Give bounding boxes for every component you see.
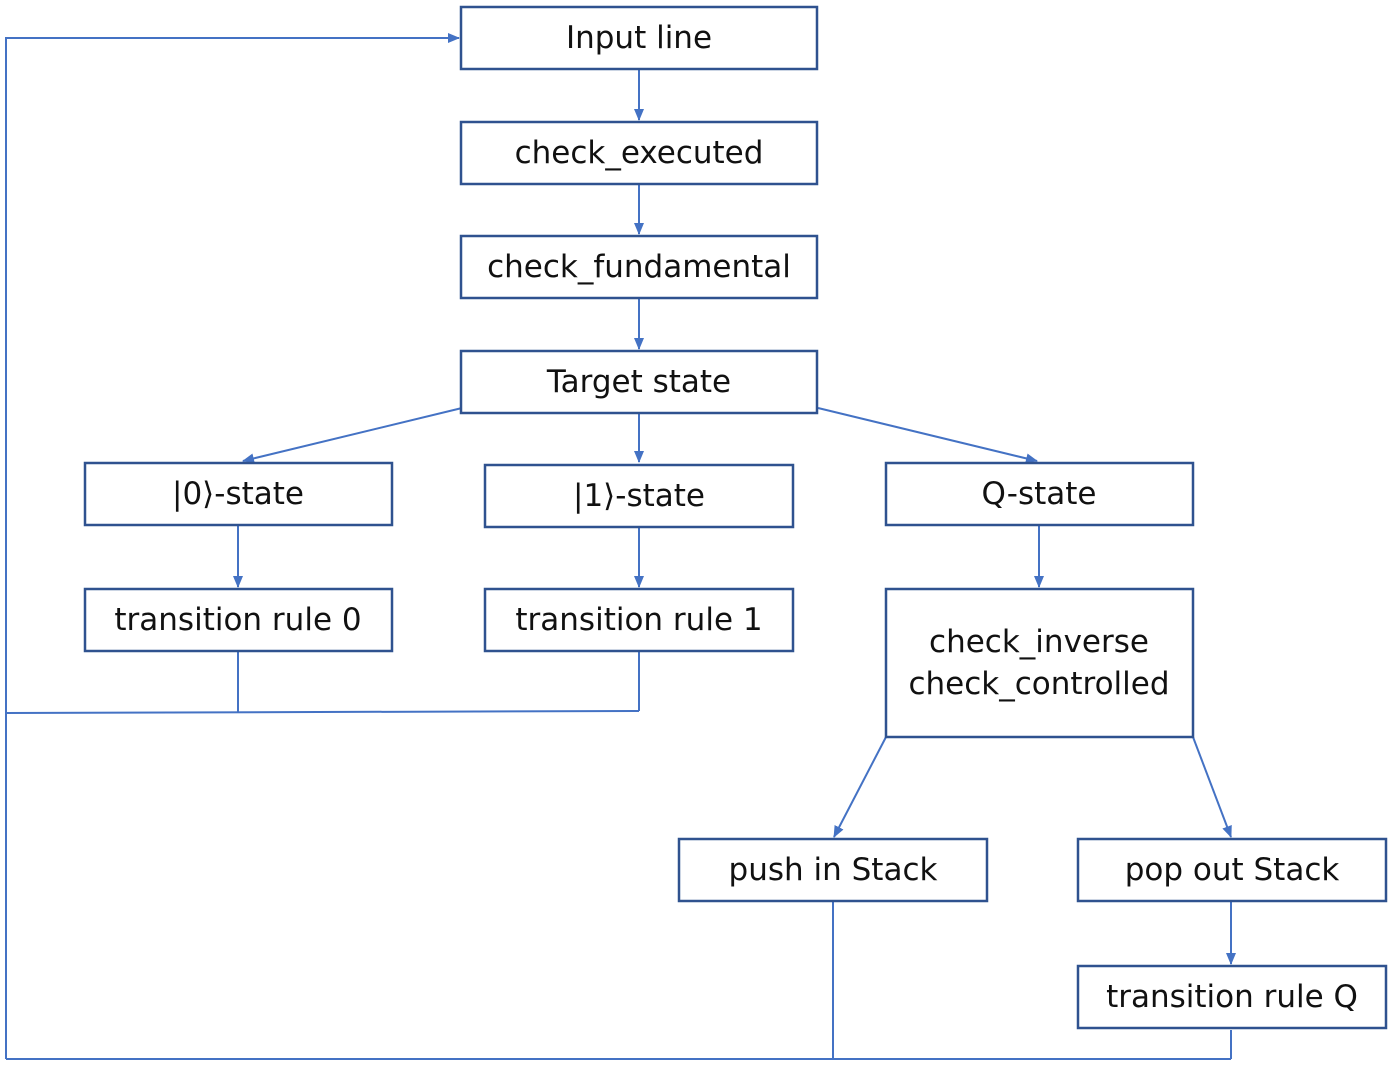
- node-check-inverse-controlled: check_inverse check_controlled: [884, 587, 1195, 739]
- arrow-target-to-zero-state: [242, 407, 463, 464]
- node-one-state: |1⟩-state: [483, 463, 795, 529]
- label-check-controlled: check_controlled: [908, 666, 1169, 702]
- label-transition-rule-1: transition rule 1: [515, 602, 762, 638]
- node-transition-rule-1: transition rule 1: [483, 587, 795, 653]
- node-check-fundamental: check_fundamental: [459, 234, 819, 300]
- node-input-line: Input line: [459, 5, 819, 71]
- node-q-state: Q-state: [884, 461, 1195, 527]
- arrow-check-to-pop: [1192, 736, 1232, 838]
- arrow-check-to-push: [833, 736, 887, 838]
- label-zero-state: |0⟩-state: [172, 476, 304, 512]
- node-transition-rule-q: transition rule Q: [1076, 964, 1388, 1030]
- label-pop-out-stack: pop out Stack: [1125, 852, 1340, 888]
- node-pop-out-stack: pop out Stack: [1076, 837, 1388, 903]
- return-line-merge-upper: [5, 710, 640, 714]
- label-target-state: Target state: [546, 364, 731, 400]
- label-check-inverse: check_inverse: [929, 624, 1149, 660]
- node-transition-rule-0: transition rule 0: [83, 587, 394, 653]
- label-q-state: Q-state: [982, 476, 1097, 512]
- label-transition-rule-0: transition rule 0: [114, 602, 361, 638]
- node-target-state: Target state: [459, 349, 819, 415]
- arrow-target-to-q-state: [817, 407, 1038, 464]
- node-check-executed: check_executed: [459, 120, 819, 186]
- feedback-loop-to-input: [5, 33, 460, 1059]
- label-transition-rule-q: transition rule Q: [1106, 979, 1358, 1015]
- connectors: [5, 33, 1236, 1060]
- node-push-in-stack: push in Stack: [677, 837, 989, 903]
- node-zero-state: |0⟩-state: [83, 461, 394, 527]
- label-check-executed: check_executed: [515, 135, 764, 171]
- label-input-line: Input line: [566, 20, 712, 56]
- label-one-state: |1⟩-state: [573, 478, 705, 514]
- label-check-fundamental: check_fundamental: [487, 249, 791, 285]
- label-push-in-stack: push in Stack: [729, 852, 938, 888]
